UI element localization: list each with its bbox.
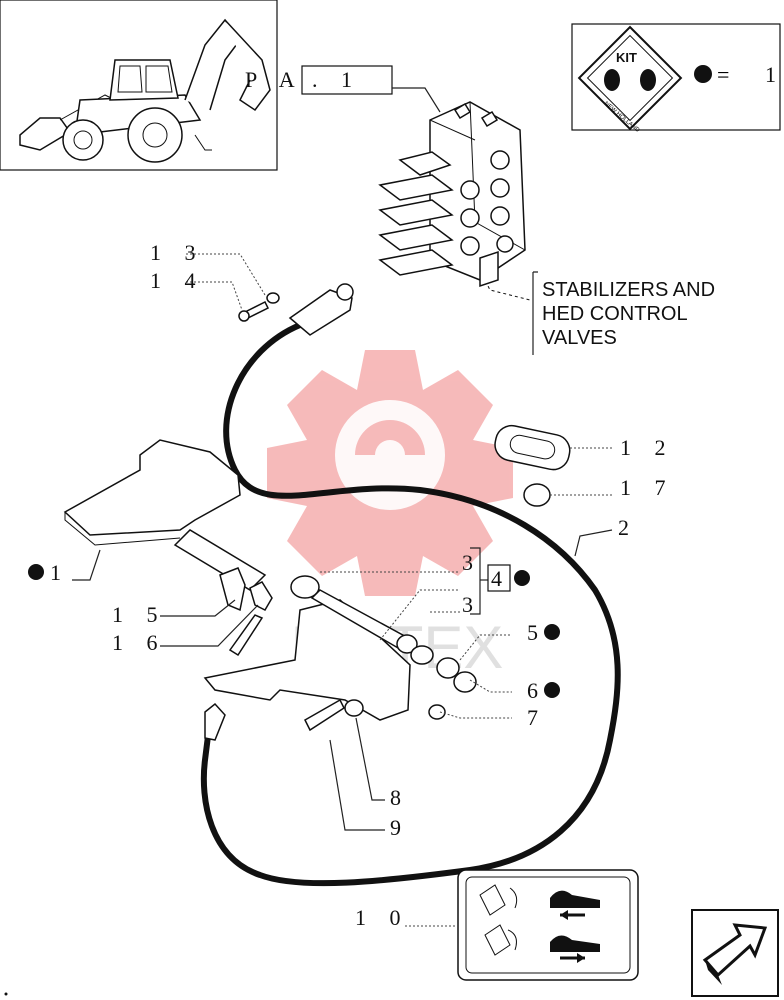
callout-16: 1 6 (112, 630, 167, 655)
bolt-13-14 (238, 292, 280, 322)
pedal-assembly (63, 439, 273, 612)
grommet-12 (494, 424, 571, 471)
callout-13: 1 3 (150, 240, 205, 265)
control-valve-block (378, 101, 531, 301)
bracket-assembly (203, 575, 477, 741)
page-ref-value: . 1 (312, 67, 361, 92)
next-page-arrow-icon[interactable] (691, 909, 779, 997)
callout-5: 5 (527, 620, 547, 645)
callout-14: 1 4 (150, 268, 205, 293)
callout-2: 2 (618, 515, 638, 540)
machine-thumbnail (0, 0, 278, 171)
page-reference: P A G . 1 (245, 65, 441, 113)
leader-lines (72, 253, 613, 927)
callout-1: 1 (50, 560, 70, 585)
callout-5-bullet (544, 624, 560, 640)
instruction-decal (457, 869, 639, 981)
callout-9: 9 (390, 815, 410, 840)
bushing-17 (523, 483, 551, 507)
kit-bullet (694, 65, 712, 83)
control-cable (200, 322, 621, 887)
callout-17: 1 7 (620, 475, 675, 500)
callout-12: 1 2 (620, 435, 675, 460)
callout-1-bullet (28, 564, 44, 580)
watermark-logo (267, 350, 513, 596)
callout-10: 1 0 (355, 905, 410, 930)
kit-value: 1 (765, 62, 784, 87)
callout-7: 7 (527, 705, 547, 730)
callout-3b: 3 (462, 592, 482, 617)
callout-6: 6 (527, 678, 547, 703)
kit-legend: KIT NEW HOLLAND = 1 (571, 23, 784, 134)
callout-6-bullet (544, 682, 560, 698)
callout-15: 1 5 (112, 602, 167, 627)
cable-end-fitting (288, 289, 353, 336)
callout-3a: 3 (462, 550, 482, 575)
page-dot (4, 992, 8, 996)
caption-line-2: HED CONTROL (542, 303, 688, 325)
callout-8: 8 (390, 785, 410, 810)
kit-equals: = (717, 62, 729, 87)
section-caption: STABILIZERS AND HED CONTROL VALVES (532, 271, 715, 355)
caption-line-1: STABILIZERS AND (542, 279, 715, 301)
kit-logo-text: KIT (616, 50, 637, 65)
callout-4: 4 (491, 566, 511, 591)
callout-4-bullet (514, 570, 530, 586)
caption-line-3: VALVES (542, 327, 617, 349)
